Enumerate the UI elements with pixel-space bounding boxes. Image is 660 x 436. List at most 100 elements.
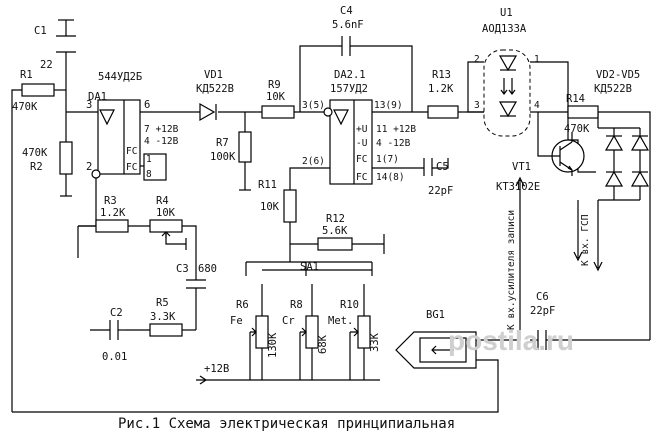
r12-value: 5.6K bbox=[322, 225, 348, 237]
capacitor-c4: C4 5.6nF bbox=[332, 5, 364, 56]
da2-plus-u: +U bbox=[356, 124, 368, 135]
out-gsp-label: К вх. ГСП bbox=[580, 214, 591, 266]
resistor-r12: R12 5.6K bbox=[317, 213, 353, 251]
r3-value: 1.2K bbox=[100, 207, 126, 219]
resistor-r5: R5 3.3K bbox=[149, 297, 183, 337]
u1-pin4: 4 bbox=[534, 100, 540, 111]
vd1-ref: VD1 bbox=[204, 69, 223, 81]
vt1-ref: VT1 bbox=[512, 161, 531, 173]
resistor-r3: R3 1.2K bbox=[95, 195, 129, 233]
vd2-vd5-ref: VD2-VD5 bbox=[596, 69, 640, 81]
da2-fc1: FC bbox=[356, 154, 367, 165]
resistor-r14: R14 470K bbox=[564, 93, 599, 135]
potentiometer-r10: R10 Met. 33K bbox=[328, 299, 381, 352]
capacitor-c3: C3 680 bbox=[176, 263, 217, 296]
da2-minus-u: -U bbox=[356, 138, 368, 149]
op-amp-da1: DA1 544УД2Б 3 6 2 7 +12В 4 -12В FC 1 FC … bbox=[86, 71, 179, 181]
supply-plus12v: +12В bbox=[196, 363, 229, 385]
r14-value: 470K bbox=[564, 123, 590, 135]
r7-value: 100K bbox=[210, 151, 236, 163]
r11-ref: R11 bbox=[258, 179, 277, 191]
da1-pin1: 1 bbox=[146, 154, 152, 165]
r10-tag: Met. bbox=[328, 315, 353, 327]
c5-value: 22pF bbox=[428, 185, 453, 197]
da1-pin2: 2 bbox=[86, 161, 92, 173]
transistor-vt1: VT1 КТ3102Е bbox=[496, 132, 585, 193]
u1-pin1: 1 bbox=[534, 54, 540, 65]
r8-ref: R8 bbox=[290, 299, 303, 311]
diode-vd1: VD1 КД522В bbox=[196, 69, 234, 122]
r4-value: 10K bbox=[156, 207, 176, 219]
r7-ref: R7 bbox=[216, 137, 229, 149]
capacitor-c5: C5 22pF bbox=[423, 158, 453, 197]
c5-ref: C5 bbox=[436, 161, 449, 173]
c3-value: 680 bbox=[198, 263, 217, 275]
r1-ref: R1 bbox=[20, 69, 33, 81]
resistor-r11: R11 10K bbox=[258, 179, 297, 223]
r5-ref: R5 bbox=[156, 297, 169, 309]
r6-value: 130K bbox=[267, 332, 279, 358]
r5-value: 3.3K bbox=[150, 311, 176, 323]
c4-value: 5.6nF bbox=[332, 19, 364, 31]
r3-ref: R3 bbox=[104, 195, 117, 207]
r13-ref: R13 bbox=[432, 69, 451, 81]
da2-ref: DA2.1 bbox=[334, 69, 366, 81]
out-amp-label: К вх.усилителя записи bbox=[506, 210, 517, 330]
da1-part: 544УД2Б bbox=[98, 71, 142, 83]
da1-pin4: 4 -12В bbox=[144, 136, 179, 147]
da2-part: 157УД2 bbox=[330, 83, 368, 95]
r9-ref: R9 bbox=[268, 79, 281, 91]
da2-pin3: 3(5) bbox=[302, 100, 325, 111]
c3-ref: C3 bbox=[176, 263, 189, 275]
output-arrows: К вх.усилителя записи К вх. ГСП bbox=[506, 176, 603, 330]
da1-ref: DA1 bbox=[88, 91, 107, 103]
r1-value: 470K bbox=[12, 101, 38, 113]
vd1-part: КД522В bbox=[196, 83, 234, 95]
potentiometer-r6: R6 Fe 130K bbox=[230, 299, 279, 358]
c2-ref: C2 bbox=[110, 307, 123, 319]
da1-fc2: FC bbox=[126, 162, 137, 173]
capacitor-c6: C6 22pF bbox=[530, 291, 555, 350]
u1-ref: U1 bbox=[500, 7, 513, 19]
supply-label: +12В bbox=[204, 363, 229, 375]
c1-ref: C1 bbox=[34, 25, 47, 37]
da1-pin7: 7 +12В bbox=[144, 124, 179, 135]
r14-ref: R14 bbox=[566, 93, 585, 105]
resistor-r1: R1 470K bbox=[12, 69, 55, 113]
watermark-text: postila.ru bbox=[448, 325, 574, 356]
da1-fc1: FC bbox=[126, 146, 137, 157]
u1-pin2: 2 bbox=[474, 54, 480, 65]
da2-pin13: 13(9) bbox=[374, 100, 403, 111]
da1-pin6: 6 bbox=[144, 99, 150, 111]
u1-part: АОД133А bbox=[482, 23, 527, 35]
resistor-r7: R7 100K bbox=[210, 131, 252, 163]
da2-pin1: 1(7) bbox=[376, 154, 399, 165]
r2-ref: R2 bbox=[30, 161, 43, 173]
r6-tag: Fe bbox=[230, 315, 243, 327]
da2-fc2: FC bbox=[356, 172, 367, 183]
resistor-r4: R4 10K bbox=[149, 195, 183, 238]
optocoupler-u1: U1 АОД133А 2 1 3 4 bbox=[474, 7, 540, 137]
r2-value: 470K bbox=[22, 147, 48, 159]
da2-pin11: 11 +12В bbox=[376, 124, 416, 135]
capacitor-c2: C2 0.01 bbox=[102, 307, 127, 363]
r9-value: 10K bbox=[266, 91, 286, 103]
potentiometer-r8: R8 Cr 68K bbox=[282, 299, 329, 354]
r13-value: 1.2K bbox=[428, 83, 454, 95]
da2-pin14: 14(8) bbox=[376, 172, 405, 183]
c6-value: 22pF bbox=[530, 305, 555, 317]
u1-pin3: 3 bbox=[474, 100, 480, 111]
capacitor-c1: C1 22 bbox=[34, 25, 76, 71]
r6-ref: R6 bbox=[236, 299, 249, 311]
c4-ref: C4 bbox=[340, 5, 353, 17]
r11-value: 10K bbox=[260, 201, 280, 213]
resistor-r13: R13 1.2K bbox=[427, 69, 459, 119]
c6-ref: C6 bbox=[536, 291, 549, 303]
c1-value: 22 bbox=[40, 59, 53, 71]
magnetic-head-bg1: BG1 bbox=[395, 309, 477, 369]
sa1-ref: SA1 bbox=[300, 261, 319, 273]
da1-pin8: 8 bbox=[146, 169, 152, 180]
vd2-vd5-part: КД522В bbox=[594, 83, 632, 95]
da2-pin4: 4 -12В bbox=[376, 138, 411, 149]
